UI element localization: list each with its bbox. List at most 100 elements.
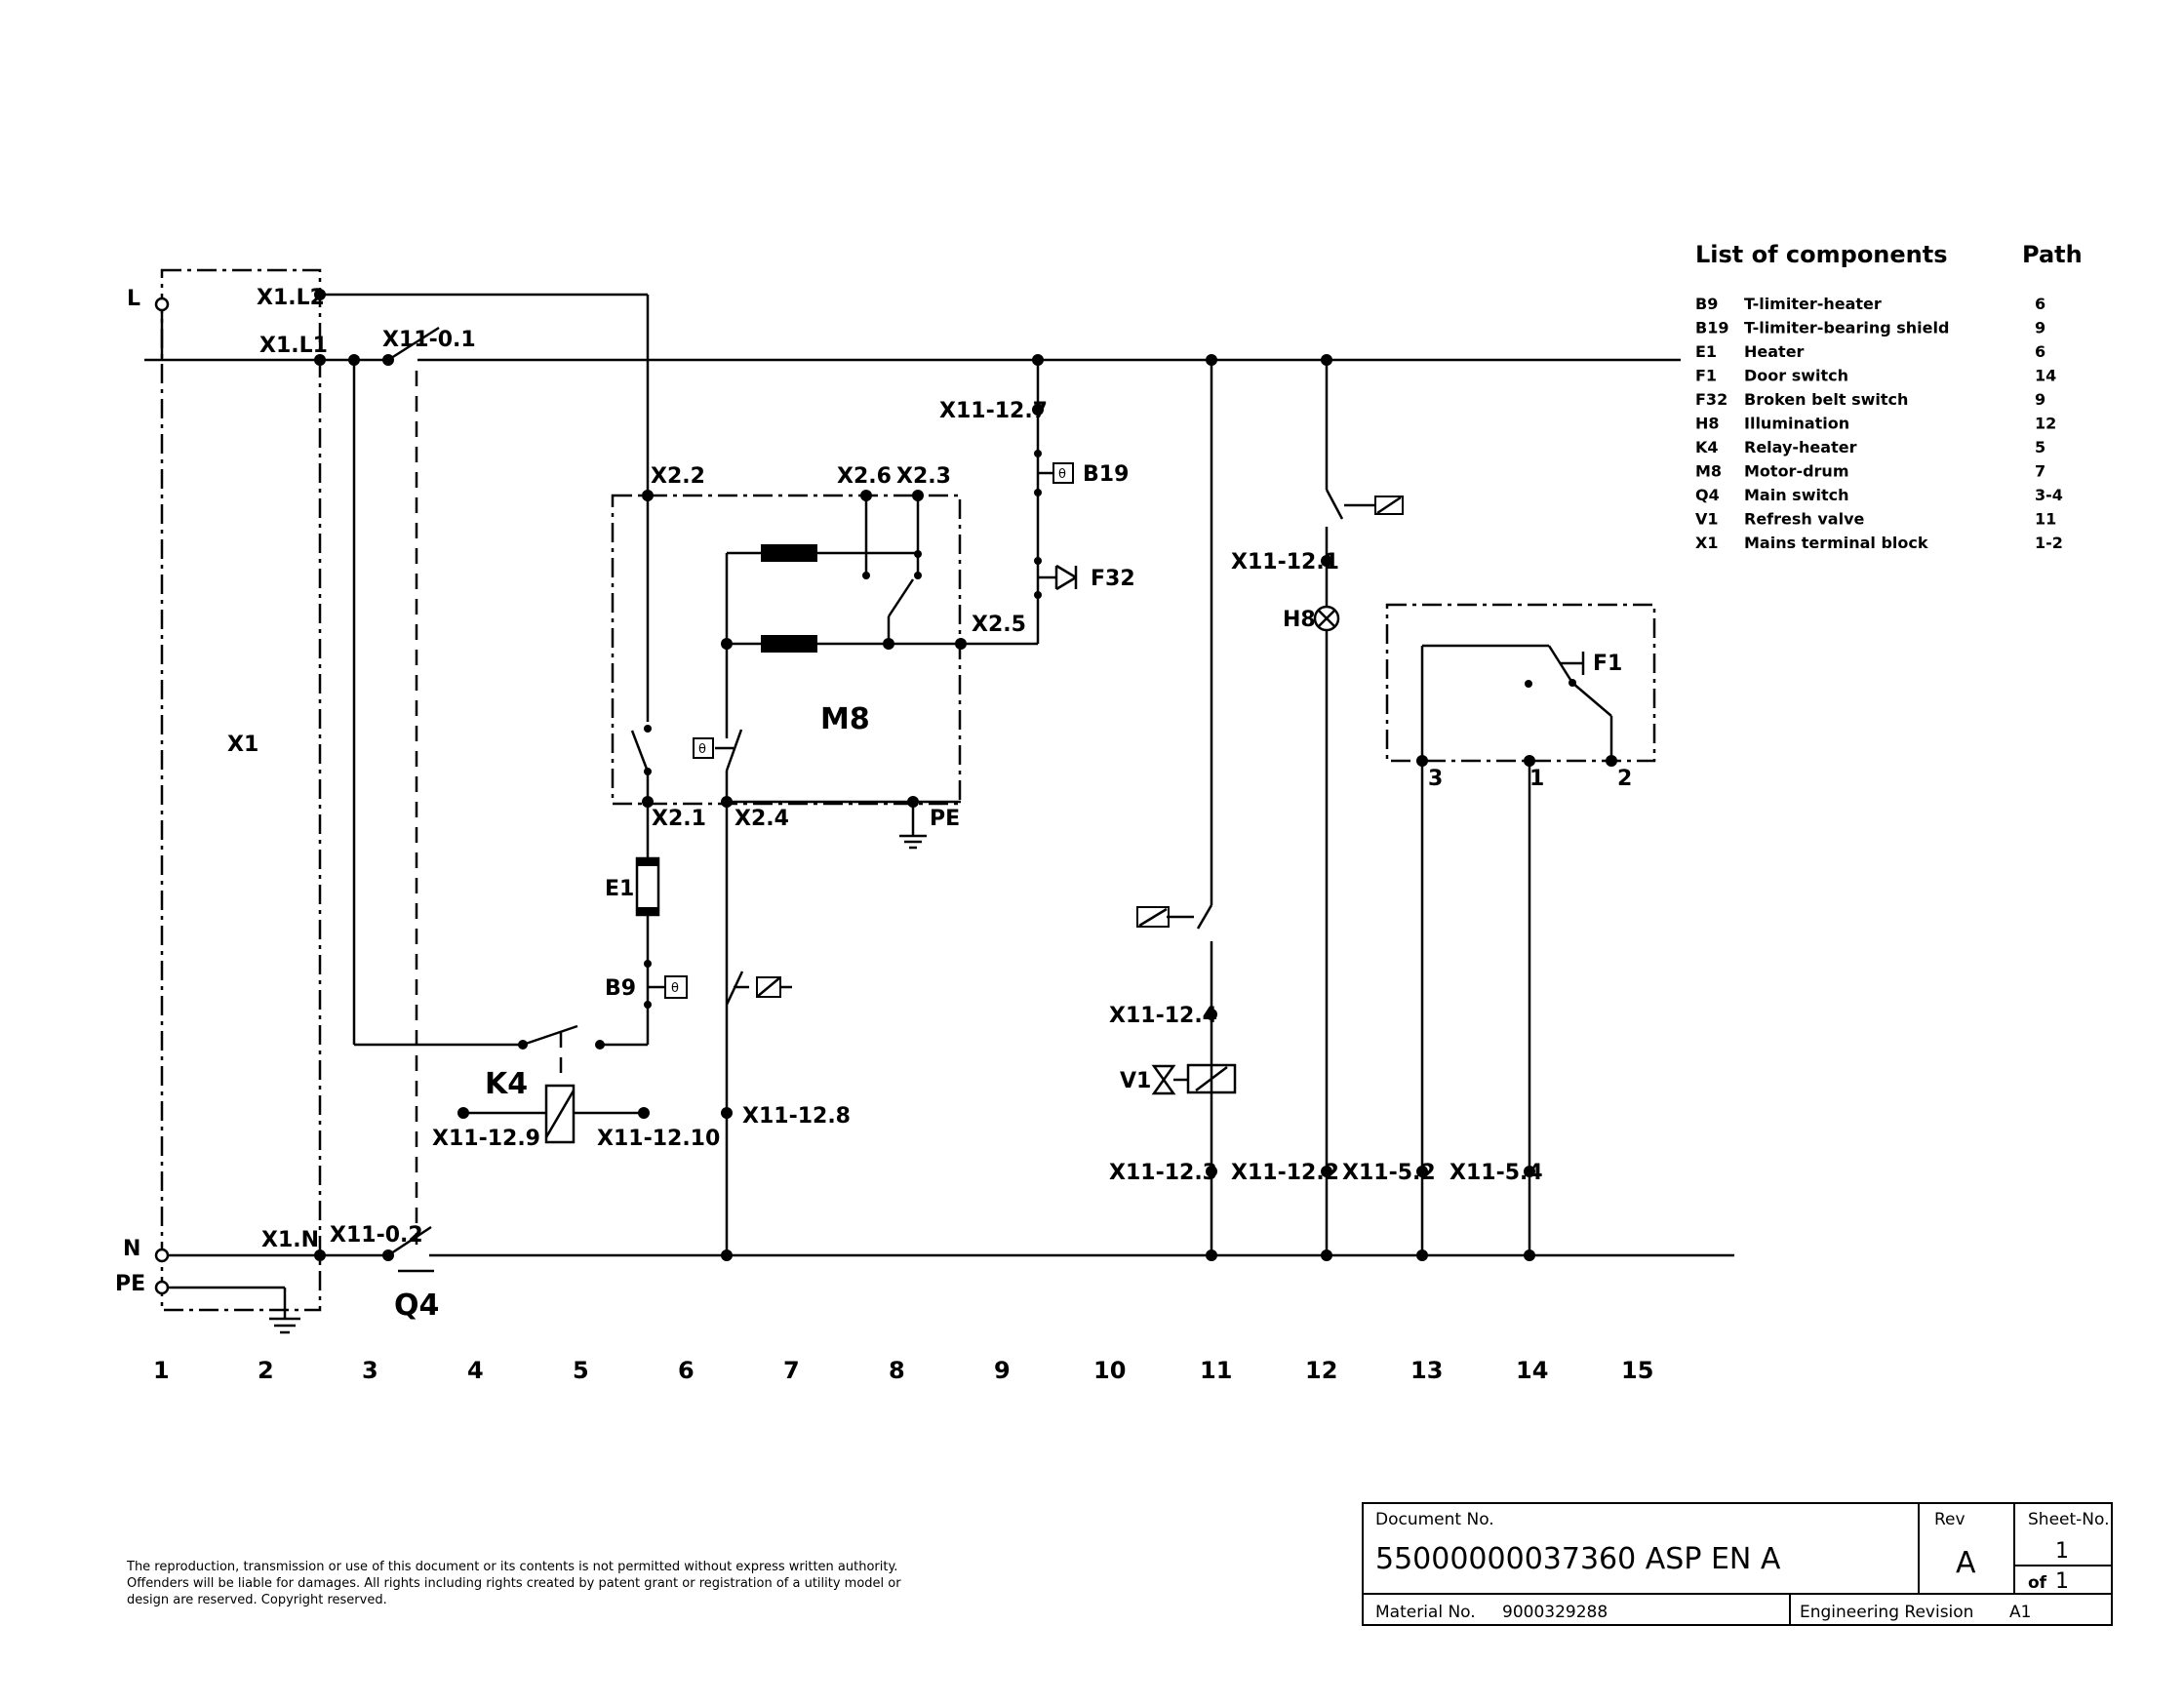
- label-b19: B19: [1083, 462, 1129, 487]
- rev-value: A: [1956, 1546, 1976, 1580]
- label-x11-0-1: X11-0.1: [382, 328, 476, 352]
- motor-direction-switch: [887, 578, 915, 617]
- component-name: Heater: [1744, 342, 1805, 361]
- material-label: Material No.: [1375, 1603, 1476, 1622]
- doc-label: Document No.: [1375, 1510, 1494, 1529]
- label-m8: M8: [820, 702, 870, 736]
- motor-thermal-contact: [630, 730, 650, 773]
- label-k4: K4: [485, 1067, 528, 1101]
- component-code: B19: [1695, 319, 1728, 337]
- motor-thermal-switch: [725, 729, 743, 772]
- component-code: B9: [1695, 295, 1718, 313]
- material-value: 9000329288: [1502, 1603, 1608, 1622]
- v1-valve-icon: [1151, 1064, 1176, 1095]
- label-x2-6: X2.6: [837, 464, 892, 489]
- h8-relay-contact: [1325, 489, 1344, 520]
- label-x1-l2: X1.L2: [257, 286, 325, 310]
- copyright-line-2: Offenders will be liable for damages. Al…: [127, 1576, 901, 1591]
- l-terminal: [154, 297, 170, 312]
- label-e1: E1: [605, 877, 634, 901]
- component-code: H8: [1695, 415, 1720, 433]
- path-number: 2: [258, 1357, 274, 1384]
- svg-text:θ: θ: [1058, 467, 1066, 482]
- component-path: 1-2: [2035, 534, 2063, 552]
- doc-number: 55000000037360 ASP EN A: [1375, 1542, 1781, 1576]
- component-name: T-limiter-heater: [1744, 295, 1882, 313]
- label-q4: Q4: [394, 1289, 439, 1323]
- path-number: 5: [573, 1357, 589, 1384]
- label-x11-12-1: X11-12.1: [1231, 550, 1339, 575]
- f1-door-switch-box: [1385, 603, 1656, 763]
- path-number: 7: [783, 1357, 800, 1384]
- svg-text:θ: θ: [671, 981, 679, 996]
- component-code: V1: [1695, 510, 1719, 529]
- path-number: 15: [1621, 1357, 1653, 1384]
- component-name: Main switch: [1744, 486, 1848, 504]
- label-x11-5-4: X11-5.4: [1449, 1161, 1543, 1185]
- path-number: 3: [362, 1357, 378, 1384]
- label-x11-12-8: X11-12.8: [742, 1104, 851, 1129]
- component-code: M8: [1695, 462, 1722, 481]
- heater-e1: [635, 856, 660, 917]
- sheet-label: Sheet-No.: [2028, 1510, 2110, 1529]
- component-name: Mains terminal block: [1744, 534, 1928, 552]
- label-pe-motor: PE: [930, 807, 960, 831]
- of-label: of: [2028, 1573, 2047, 1593]
- label-v1: V1: [1120, 1069, 1151, 1093]
- path-number: 8: [889, 1357, 905, 1384]
- x1-terminal-block: [160, 268, 322, 1312]
- component-path: 14: [2035, 367, 2056, 385]
- label-x11-5-2: X11-5.2: [1342, 1161, 1436, 1185]
- of-value: 1: [2055, 1569, 2069, 1594]
- path-number: 11: [1200, 1357, 1232, 1384]
- label-x2-4: X2.4: [735, 807, 789, 831]
- label-x11-12-4: X11-12.4: [1109, 1004, 1217, 1028]
- label-x1-n: X1.N: [261, 1228, 319, 1252]
- label-x2-1: X2.1: [652, 807, 706, 831]
- path-number: 10: [1093, 1357, 1126, 1384]
- components-path-header: Path: [2022, 241, 2083, 268]
- component-name: Illumination: [1744, 415, 1849, 433]
- component-path: 3-4: [2035, 486, 2063, 504]
- engineering-revision-value: A1: [2009, 1603, 2031, 1622]
- component-code: F32: [1695, 390, 1727, 409]
- path-number: 6: [678, 1357, 695, 1384]
- q4-blade-top: [387, 326, 440, 362]
- label-x11-0-2: X11-0.2: [330, 1223, 423, 1248]
- path-number: 12: [1305, 1357, 1337, 1384]
- component-name: Refresh valve: [1744, 510, 1865, 529]
- label-f32: F32: [1091, 567, 1135, 591]
- component-path: 6: [2035, 295, 2045, 313]
- label-b9: B9: [605, 976, 636, 1001]
- v1-relay-contact: [1196, 904, 1213, 930]
- component-code: X1: [1695, 534, 1718, 552]
- component-name: Motor-drum: [1744, 462, 1849, 481]
- label-f1-terminal-2: 2: [1617, 767, 1632, 791]
- label-l: L: [127, 287, 140, 311]
- component-code: F1: [1695, 367, 1717, 385]
- label-x2-2: X2.2: [651, 464, 705, 489]
- label-x2-3: X2.3: [896, 464, 951, 489]
- component-code: K4: [1695, 438, 1719, 456]
- label-x11-12-3: X11-12.3: [1109, 1161, 1217, 1185]
- label-f1-terminal-1: 1: [1529, 767, 1544, 791]
- engineering-revision-label: Engineering Revision: [1800, 1603, 1973, 1622]
- label-x11-12-7: X11-12.7: [939, 399, 1048, 423]
- title-block: Document No. 55000000037360 ASP EN A Rev…: [1362, 1502, 2113, 1626]
- path-number: 9: [994, 1357, 1011, 1384]
- b19-limiter: [1052, 462, 1074, 484]
- component-code: Q4: [1695, 486, 1720, 504]
- label-n: N: [123, 1237, 140, 1261]
- component-path: 9: [2035, 390, 2045, 409]
- motor-winding-2: [761, 635, 817, 653]
- pe-terminal: [154, 1280, 170, 1295]
- k4-relay-coil: [544, 1084, 576, 1144]
- sheet-value: 1: [2055, 1539, 2069, 1564]
- component-path: 9: [2035, 319, 2045, 337]
- label-f1: F1: [1593, 652, 1622, 676]
- motor-winding-1: [761, 544, 817, 562]
- path-number: 14: [1516, 1357, 1548, 1384]
- component-path: 12: [2035, 415, 2056, 433]
- path-number: 4: [467, 1357, 484, 1384]
